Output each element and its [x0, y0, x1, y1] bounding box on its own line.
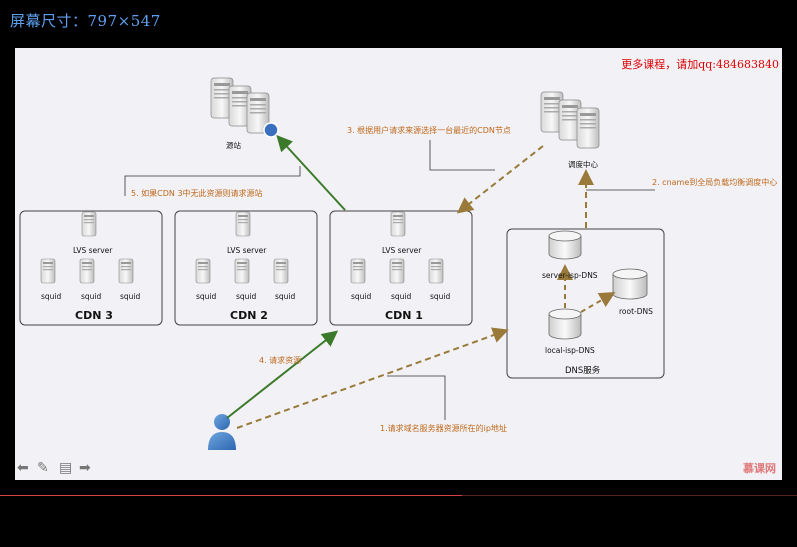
local-isp-dns-cylinder — [548, 308, 582, 340]
leader-step1 — [387, 375, 446, 420]
cdn2-lvs-label: LVS server — [227, 246, 267, 255]
step3-annotation: 3. 根据用户请求来源选择一台最近的CDN节点 — [347, 126, 511, 135]
origin-label: 源站 — [226, 141, 241, 150]
step2-annotation: 2. cname到全局负载均衡调度中心 — [652, 178, 778, 187]
cdn3-title: CDN 3 — [75, 309, 113, 322]
arrow-to-origin — [276, 135, 346, 211]
dns-box — [506, 228, 665, 379]
leader-step5 — [124, 166, 301, 196]
scheduler-servers — [540, 91, 600, 149]
local-isp-dns-label: local-isp-DNS — [545, 346, 595, 355]
diagram-canvas — [19, 77, 665, 450]
root-dns-cylinder — [612, 268, 648, 300]
cdn1-title: CDN 1 — [385, 309, 423, 322]
step1-annotation: 1.请求域名服务器资源所在的ip地址 — [380, 424, 507, 433]
cdn3-squid-label-3: squid — [120, 292, 141, 301]
dns-service-label: DNS服务 — [565, 366, 601, 376]
step4-annotation: 4. 请求资源 — [259, 356, 302, 365]
origin-servers — [210, 77, 279, 138]
back-arrow-icon[interactable]: ⬅ — [17, 460, 29, 476]
cdn1-squid-label-2: squid — [391, 292, 412, 301]
cdn2-squid-label-1: squid — [196, 292, 217, 301]
cdn1-squid-label-1: squid — [351, 292, 372, 301]
cdn1-squid-label-3: squid — [430, 292, 451, 301]
diagram-slide: 源站 调度中心 LVS server squid squid squid CDN… — [15, 48, 782, 480]
pen-icon[interactable]: ✎ — [37, 460, 49, 476]
cdn3-lvs-label: LVS server — [73, 246, 113, 255]
arrow-dns-query — [236, 327, 509, 429]
leader-step3 — [429, 140, 495, 171]
cdn3-squid-label-2: squid — [81, 292, 102, 301]
arrow-request-resource — [226, 330, 339, 419]
cdn3-squid-label-1: squid — [41, 292, 62, 301]
video-progress-fill — [0, 495, 463, 496]
cdn2-squid-label-3: squid — [275, 292, 296, 301]
cdn3-box — [19, 210, 163, 326]
cdn1-box — [329, 210, 473, 326]
cdn2-squid-label-2: squid — [236, 292, 257, 301]
scheduler-label: 调度中心 — [568, 160, 598, 169]
step5-annotation: 5. 如果CDN 3中无此资源则请求源站 — [131, 189, 263, 198]
promo-text: 更多课程，请加qq:484683840 — [621, 58, 779, 71]
arrow-scheduler-to-cdn — [456, 145, 544, 214]
cdn2-box — [174, 210, 318, 326]
menu-icon[interactable]: ▤ — [59, 460, 73, 476]
user-icon — [208, 414, 236, 450]
video-progress-bar[interactable] — [0, 495, 797, 496]
server-isp-dns-cylinder — [548, 230, 582, 260]
cdn1-lvs-label: LVS server — [382, 246, 422, 255]
arrow-local-to-root-dns — [580, 291, 616, 313]
server-isp-dns-label: server-isp-DNS — [542, 271, 598, 280]
brand-logo: 慕课网 — [743, 462, 776, 475]
root-dns-label: root-DNS — [619, 307, 653, 316]
screen-size-label: 屏幕尺寸：797×547 — [10, 12, 161, 30]
forward-arrow-icon[interactable]: ➡ — [79, 460, 91, 476]
cdn2-title: CDN 2 — [230, 309, 268, 322]
